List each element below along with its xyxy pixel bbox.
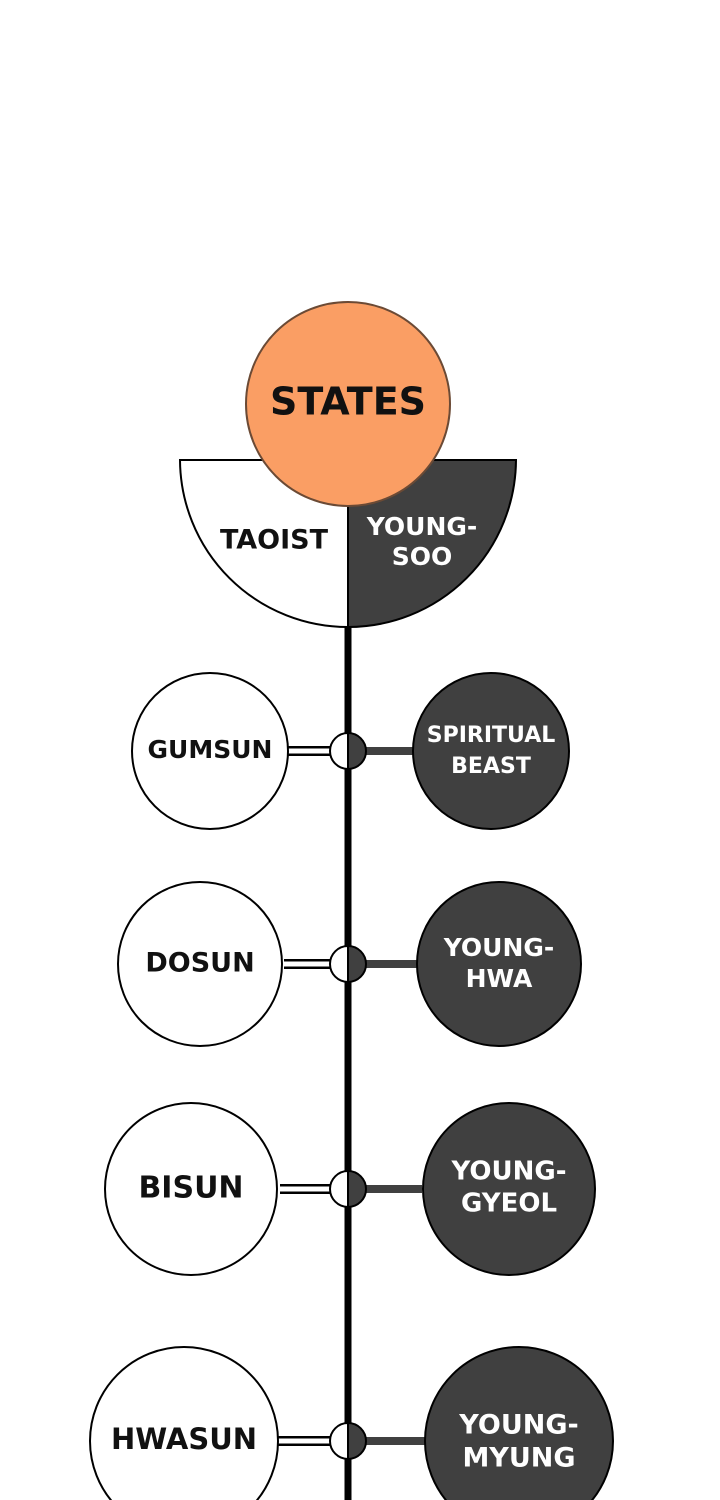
title-circle [245,301,451,507]
junction-right-half [347,944,367,984]
left-node-label: DOSUN [145,948,254,979]
row-bisun: BISUN YOUNG- GYEOL [104,1102,596,1276]
row-gumsun: GUMSUN SPIRITUAL BEAST [131,672,570,830]
left-node-circle [89,1346,279,1500]
right-node-label-line1: YOUNG- [450,1157,566,1187]
right-node-circle [424,1346,614,1500]
junction-right-half [347,1169,367,1209]
header-left-label: TAOIST [220,525,329,556]
title-label: STATES [270,380,426,424]
right-node-label-line2: BEAST [451,754,531,779]
right-node-label-line1: SPIRITUAL [427,723,556,748]
header-right-label-line1: YOUNG- [366,512,478,541]
right-node-label-line2: MYUNG [462,1443,575,1474]
row-dosun: DOSUN YOUNG- HWA [117,881,582,1047]
right-node-circle [422,1102,596,1276]
left-node-circle [131,672,289,830]
header-half-disc: TAOIST YOUNG- SOO [178,459,518,629]
junction-right-half [347,1421,367,1461]
right-node-label-line2: GYEOL [461,1189,557,1219]
right-node-label-line1: YOUNG- [443,933,555,962]
junction-left-half [329,1421,349,1461]
header-right-half [347,459,518,629]
left-node-label: GUMSUN [148,735,273,764]
right-node-circle [412,672,570,830]
junction-right-half [347,731,367,771]
junction-left-half [329,1169,349,1209]
left-node-circle [104,1102,278,1276]
right-node-label-line1: YOUNG- [458,1410,578,1441]
junction-left-half [329,944,349,984]
right-node-label-line2: HWA [466,964,533,993]
left-node-circle [117,881,283,1047]
left-node-label: BISUN [138,1171,243,1206]
header-right-label-line2: SOO [392,542,453,571]
header-left-half [178,459,349,629]
title-node: STATES [245,301,451,507]
left-node-label: HWASUN [111,1422,257,1456]
row-hwasun: HWASUN YOUNG- MYUNG [89,1346,614,1500]
junction-left-half [329,731,349,771]
right-node-circle [416,881,582,1047]
